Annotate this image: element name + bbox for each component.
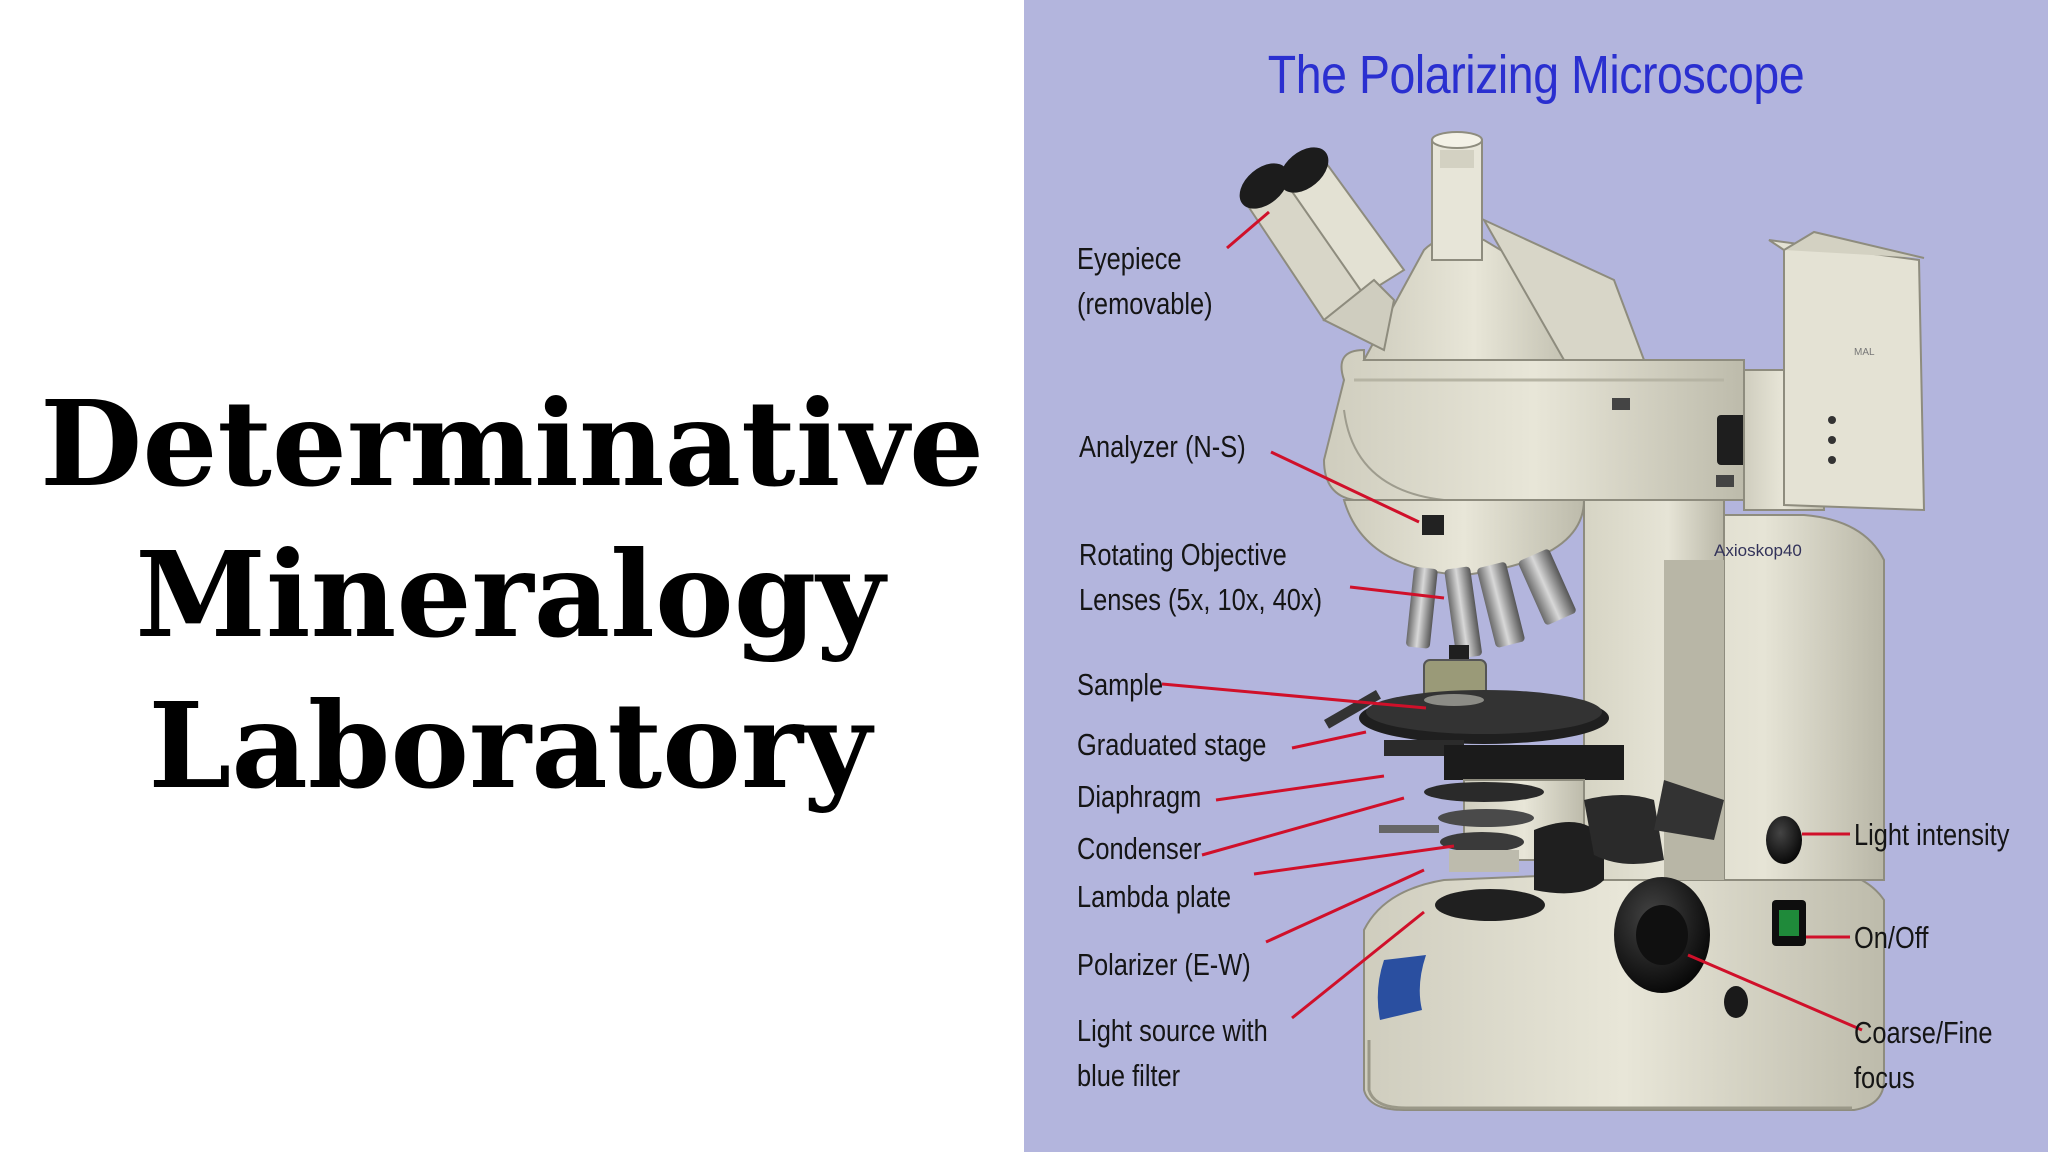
controls <box>1614 816 1806 1018</box>
label-condenser: Condenser <box>1077 831 1202 866</box>
condenser-ring <box>1438 809 1534 827</box>
label-line: Lenses (5x, 10x, 40x) <box>1079 582 1323 617</box>
label-line: Eyepiece <box>1077 241 1182 276</box>
label-line: focus <box>1854 1060 1915 1095</box>
label-objectives: Rotating Objective Lenses (5x, 10x, 40x) <box>1079 532 1322 622</box>
slide-title-line: Laboratory <box>148 676 872 815</box>
label-on-off: On/Off <box>1854 920 1929 955</box>
svg-text:MAL: MAL <box>1854 347 1875 358</box>
model-name: Axioskop40 <box>1714 541 1802 560</box>
microscope-figure: The Polarizing Microscope <box>1024 0 2048 1152</box>
label-eyepiece: Eyepiece (removable) <box>1077 236 1213 326</box>
intensity-knob <box>1766 816 1802 864</box>
trinocular-head <box>1362 131 1646 361</box>
microscope-base <box>1363 863 1885 1111</box>
microscope-illustration: Axioskop40 MAL <box>1161 131 1926 1111</box>
label-stage: Graduated stage <box>1077 727 1267 762</box>
nosepiece-and-objectives <box>1342 499 1586 663</box>
diaphragm-ring <box>1424 782 1544 802</box>
label-light-intensity: Light intensity <box>1854 817 2010 852</box>
label-focus: Coarse/Fine focus <box>1854 1010 1992 1100</box>
label-analyzer: Analyzer (N-S) <box>1079 429 1246 464</box>
lambda-plate-slot <box>1449 850 1519 872</box>
label-sample: Sample <box>1077 667 1164 702</box>
label-polarizer: Polarizer (E-W) <box>1077 947 1251 982</box>
label-line: Coarse/Fine <box>1854 1015 1993 1050</box>
label-diaphragm: Diaphragm <box>1077 779 1202 814</box>
polarizer-ring <box>1435 889 1545 921</box>
lamp-housing: MAL <box>1743 230 1926 512</box>
eyepieces <box>1239 147 1406 352</box>
logo-badge <box>1377 955 1426 1020</box>
label-line: blue filter <box>1077 1058 1181 1093</box>
label-line: Rotating Objective <box>1079 537 1287 572</box>
substage <box>1379 780 1724 921</box>
slide-title-line: Determinative <box>40 374 985 513</box>
label-line: (removable) <box>1077 286 1213 321</box>
label-light-source: Light source with blue filter <box>1077 1008 1268 1098</box>
figure-title: The Polarizing Microscope <box>1267 45 1805 105</box>
condenser-lever <box>1379 825 1439 833</box>
label-lambda-plate: Lambda plate <box>1077 879 1232 914</box>
slide-title: Determinative Mineralogy Laboratory <box>40 368 985 821</box>
leader-lines <box>1161 210 1863 1032</box>
label-line: Light source with <box>1077 1013 1268 1048</box>
slide-title-line: Mineralogy <box>135 525 885 664</box>
microscope-head <box>1322 348 1770 501</box>
